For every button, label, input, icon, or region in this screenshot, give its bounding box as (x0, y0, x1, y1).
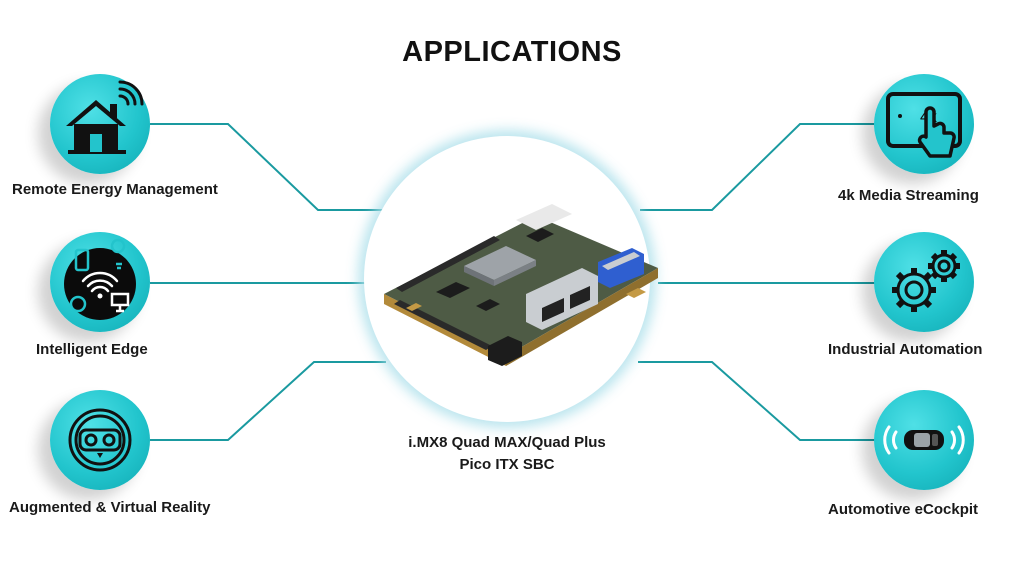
4k-touch-screen-icon: 4k (886, 92, 962, 158)
app-label-intelligent-edge: Intelligent Edge (36, 341, 148, 358)
vr-headset-icon (68, 408, 132, 472)
product-name-line2: Pico ITX SBC (459, 456, 555, 473)
4k-media-icon-circle: 4k (874, 74, 974, 174)
app-label-automotive: Automotive eCockpit (828, 501, 979, 518)
app-label-ar-vr: Augmented & Virtual Reality (9, 499, 211, 516)
gears-icon (892, 250, 960, 312)
ar-vr-icon-circle (50, 390, 150, 490)
connector-ar-vr (150, 361, 386, 441)
intelligent-edge-icon-circle (50, 232, 150, 332)
app-label-remote-energy: Remote Energy Management (12, 181, 218, 198)
car-sensor-icon (883, 425, 965, 455)
connector-remote-energy (150, 123, 384, 211)
industrial-automation-icon-circle (874, 232, 974, 332)
connector-automotive (638, 361, 876, 441)
page-title: APPLICATIONS (402, 36, 622, 68)
iot-devices-icon (64, 238, 136, 320)
app-label-4k-media: 4k Media Streaming (838, 187, 979, 204)
sbc-board-image (384, 204, 658, 366)
remote-energy-icon-circle (50, 74, 150, 174)
automotive-icon-circle (874, 390, 974, 490)
smart-home-icon (66, 80, 144, 154)
app-label-industrial-automation: Industrial Automation (828, 341, 983, 358)
connector-4k-media (640, 123, 876, 211)
product-name-line1: i.MX8 Quad MAX/Quad Plus (408, 434, 606, 451)
